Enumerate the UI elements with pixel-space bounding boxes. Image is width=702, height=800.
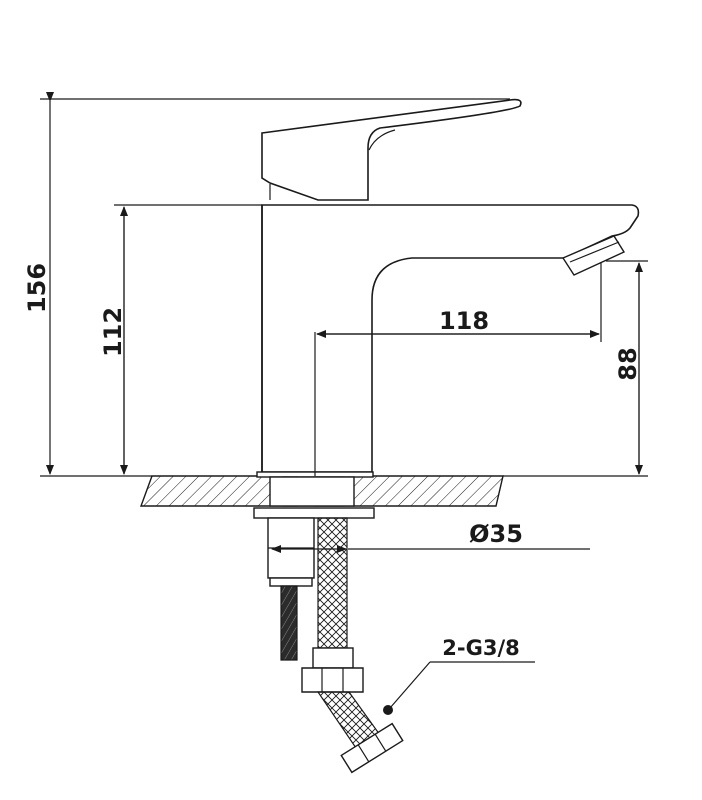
dimension-base-diameter: Ø35 bbox=[271, 520, 590, 553]
spout-reach-value: 118 bbox=[439, 307, 489, 335]
body-height-value: 112 bbox=[99, 307, 127, 357]
dimension-spout-reach: 118 bbox=[314, 262, 602, 476]
faucet-body bbox=[261, 204, 640, 473]
hose-connection-label: 2-G3/8 bbox=[442, 636, 519, 660]
dimension-body-height: 112 bbox=[99, 204, 262, 475]
dimension-spout-height: 88 bbox=[503, 260, 648, 477]
base-diameter-value: Ø35 bbox=[469, 520, 523, 548]
aerator bbox=[561, 235, 626, 276]
faucet-lever bbox=[261, 98, 522, 201]
leader-hose-connection: 2-G3/8 bbox=[383, 636, 535, 715]
overall-height-value: 156 bbox=[23, 263, 51, 313]
spout-height-value: 88 bbox=[614, 347, 642, 380]
dimension-overall-height: 156 bbox=[23, 92, 510, 477]
